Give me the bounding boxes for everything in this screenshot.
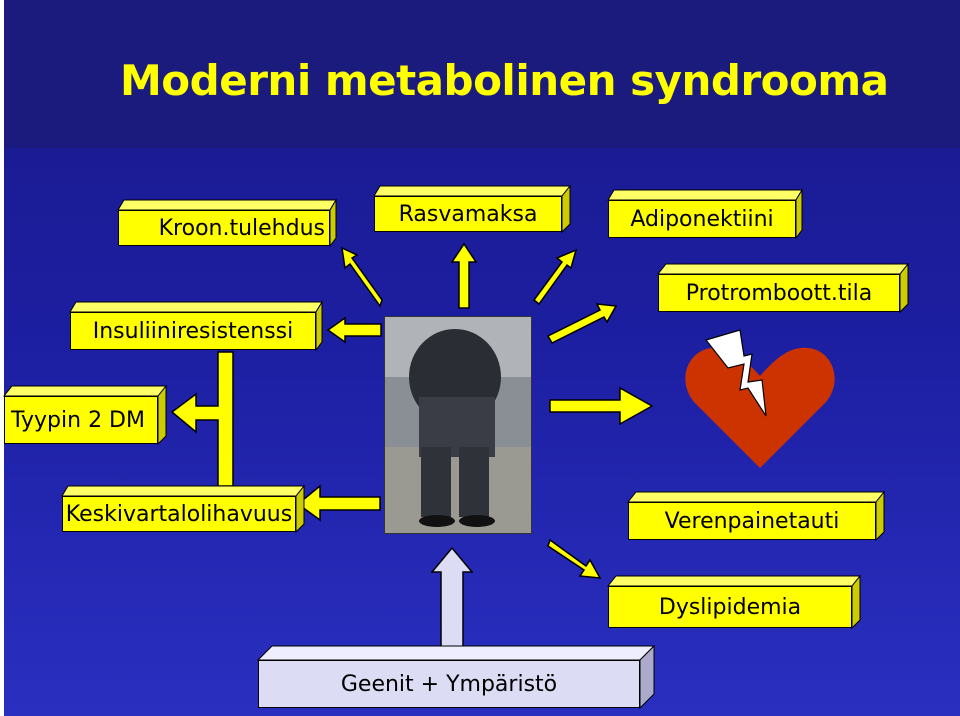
label-insuliiniresistenssi: Insuliiniresistenssi <box>92 318 294 344</box>
box-geenit-ymparisto: Geenit + Ympäristö <box>258 660 640 708</box>
box-rasvamaksa: Rasvamaksa <box>374 196 562 232</box>
arrow-to-insuliini <box>326 316 382 344</box>
box-protromboott-tila: Protromboott.tila <box>658 274 900 312</box>
label-dyslipidemia: Dyslipidemia <box>658 594 802 620</box>
box-keskivartalolihavuus: Keskivartalolihavuus <box>62 496 296 532</box>
label-geenit-ymparisto: Geenit + Ympäristö <box>340 671 558 697</box>
lightning-bolt-icon <box>704 329 767 417</box>
arrow-to-kroon <box>341 246 383 308</box>
arrow-from-geenit <box>430 546 474 649</box>
arrow-to-rasvamaksa <box>450 242 478 309</box>
box-verenpainetauti: Verenpainetauti <box>628 502 876 540</box>
label-protromboott-tila: Protromboott.tila <box>685 280 873 306</box>
box-tyypin-2-dm: Tyypin 2 DM <box>4 396 158 444</box>
obese-person-photo <box>384 316 532 534</box>
title-band <box>4 0 960 148</box>
arrow-to-protromb <box>546 303 618 344</box>
label-keskivartalolihavuus: Keskivartalolihavuus <box>65 501 293 527</box>
photo-content <box>385 317 531 533</box>
box-adiponektiini: Adiponektiini <box>608 200 796 238</box>
box-kroon-tulehdus: Kroon.tulehdus <box>118 210 330 246</box>
heart-icon <box>685 347 835 468</box>
arrow-to-adiponektiini <box>532 248 578 306</box>
label-kroon-tulehdus: Kroon.tulehdus <box>158 215 325 241</box>
label-rasvamaksa: Rasvamaksa <box>398 201 538 227</box>
label-adiponektiini: Adiponektiini <box>630 206 774 232</box>
label-tyypin-2-dm: Tyypin 2 DM <box>11 407 145 433</box>
label-verenpainetauti: Verenpainetauti <box>664 508 840 534</box>
slide-title: Moderni metabolinen syndrooma <box>120 56 889 105</box>
box-dyslipidemia: Dyslipidemia <box>608 586 852 628</box>
arrow-to-heart <box>549 386 654 426</box>
arrow-insuliini-to-tyypin2 <box>170 351 234 487</box>
arrow-to-dyslipidemia <box>547 538 602 579</box>
arrow-to-keskivartalo <box>296 484 381 522</box>
box-insuliiniresistenssi: Insuliiniresistenssi <box>70 312 316 350</box>
